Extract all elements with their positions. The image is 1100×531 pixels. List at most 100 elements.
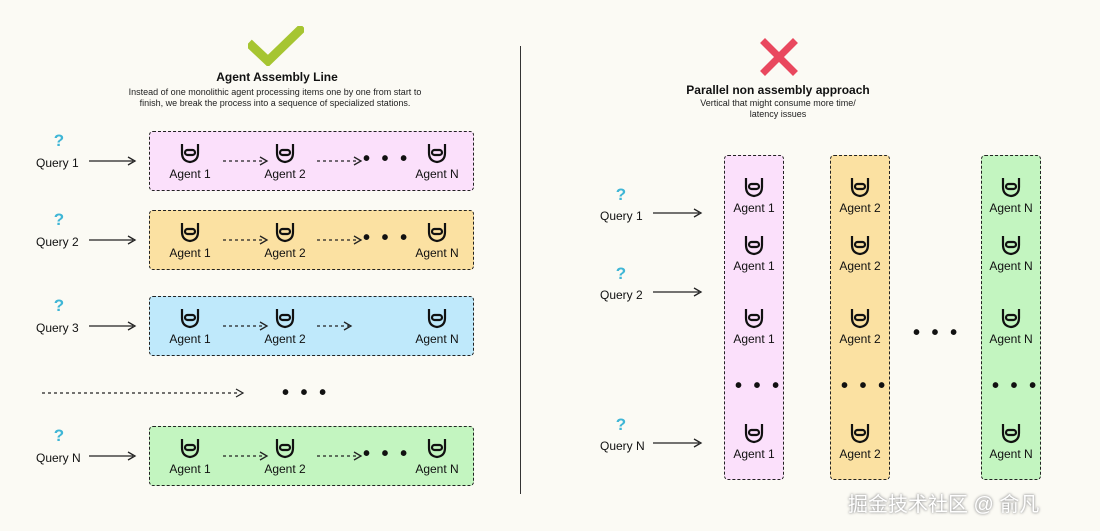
watermark: 掘金技术社区 @ 俞凡	[848, 494, 1040, 516]
agent-label: Agent 1	[169, 462, 211, 476]
agent-label: Agent N	[415, 246, 459, 260]
agent: Agent 1	[714, 422, 794, 461]
agent-arrow	[223, 451, 269, 461]
agent-icon	[150, 437, 230, 459]
agent-label: Agent N	[989, 259, 1033, 273]
agent-label: Agent 1	[169, 332, 211, 346]
assembly-row	[149, 210, 474, 270]
agent-label: Agent 2	[264, 462, 306, 476]
agent-icon	[971, 176, 1051, 198]
agent: Agent 2	[820, 176, 900, 215]
left-title: Agent Assembly Line	[216, 70, 338, 84]
agent-icon	[971, 234, 1051, 256]
agent: Agent 1	[150, 307, 230, 346]
agent: Agent 1	[150, 437, 230, 476]
agent-arrow	[223, 156, 269, 166]
column-ellipsis: • • •	[913, 322, 961, 344]
assembly-row	[149, 296, 474, 356]
agent: Agent N	[397, 142, 477, 181]
agent-label: Agent 1	[169, 167, 211, 181]
left-description-line-1: Instead of one monolithic agent processi…	[128, 87, 422, 97]
agent: Agent N	[397, 221, 477, 260]
agent-icon	[820, 176, 900, 198]
agent-arrow	[317, 321, 353, 331]
question-mark-icon: ?	[615, 415, 627, 434]
agent: Agent N	[971, 307, 1051, 346]
agent-icon	[714, 307, 794, 329]
query-label: Query 1	[36, 156, 79, 170]
query-arrow	[89, 321, 137, 331]
agent: Agent N	[971, 422, 1051, 461]
agent: Agent 2	[820, 234, 900, 273]
query-label: Query 1	[600, 209, 643, 223]
agent-label: Agent 1	[733, 332, 775, 346]
agent: Agent 2	[245, 221, 325, 260]
agent-icon	[714, 234, 794, 256]
agent-icon	[971, 307, 1051, 329]
right-description-line-1: Vertical that might consume more time/	[700, 98, 856, 108]
agent-arrow	[317, 235, 363, 245]
query-label: Query 2	[36, 235, 79, 249]
agent: Agent 1	[714, 234, 794, 273]
right-title: Parallel non assembly approach	[686, 83, 870, 97]
agent-label: Agent N	[989, 332, 1033, 346]
agent: Agent N	[971, 176, 1051, 215]
query-arrow	[653, 438, 703, 448]
agent: Agent N	[397, 437, 477, 476]
query-arrow	[89, 451, 137, 461]
agent-label: Agent 2	[264, 167, 306, 181]
agent-label: Agent 1	[733, 447, 775, 461]
agent: Agent 1	[150, 142, 230, 181]
agent-icon	[245, 142, 325, 164]
query-label: Query 3	[36, 321, 79, 335]
agent-label: Agent 2	[839, 201, 881, 215]
agent-icon	[820, 422, 900, 444]
agent-icon	[971, 422, 1051, 444]
divider	[520, 46, 521, 494]
query-label: Query N	[36, 451, 81, 465]
agent-label: Agent 2	[839, 332, 881, 346]
question-mark-icon: ?	[53, 296, 65, 315]
agent-icon	[397, 142, 477, 164]
checkmark-icon	[248, 26, 304, 66]
agent-arrow	[223, 321, 269, 331]
agent-label: Agent N	[989, 447, 1033, 461]
agent-label: Agent 2	[839, 447, 881, 461]
query-arrow	[653, 208, 703, 218]
agent: Agent 1	[150, 221, 230, 260]
agent-icon	[397, 307, 477, 329]
agent-label: Agent N	[989, 201, 1033, 215]
agent: Agent 2	[820, 307, 900, 346]
agent-icon	[714, 176, 794, 198]
query-label: Query 2	[600, 288, 643, 302]
agent-label: Agent 2	[839, 259, 881, 273]
question-mark-icon: ?	[615, 185, 627, 204]
agent-ellipsis: • • •	[841, 375, 889, 397]
agent-ellipsis: • • •	[363, 227, 411, 249]
agent-label: Agent N	[415, 332, 459, 346]
assembly-row	[149, 426, 474, 486]
agent-label: Agent N	[415, 462, 459, 476]
query-arrow	[89, 235, 137, 245]
agent-arrow	[317, 156, 363, 166]
agent-ellipsis: • • •	[735, 375, 783, 397]
question-mark-icon: ?	[53, 426, 65, 445]
agent-icon	[714, 422, 794, 444]
assembly-row	[149, 131, 474, 191]
agent: Agent N	[971, 234, 1051, 273]
agent-icon	[397, 221, 477, 243]
parallel-column	[981, 155, 1041, 480]
question-mark-icon: ?	[615, 264, 627, 283]
agent: Agent 2	[245, 307, 325, 346]
agent-ellipsis: • • •	[363, 148, 411, 170]
parallel-column	[830, 155, 890, 480]
agent-icon	[820, 307, 900, 329]
agent: Agent N	[397, 307, 477, 346]
agent: Agent 1	[714, 307, 794, 346]
agent: Agent 1	[714, 176, 794, 215]
query-arrow	[653, 287, 703, 297]
agent-icon	[820, 234, 900, 256]
question-mark-icon: ?	[53, 131, 65, 150]
agent-icon	[150, 307, 230, 329]
agent-ellipsis: • • •	[363, 443, 411, 465]
